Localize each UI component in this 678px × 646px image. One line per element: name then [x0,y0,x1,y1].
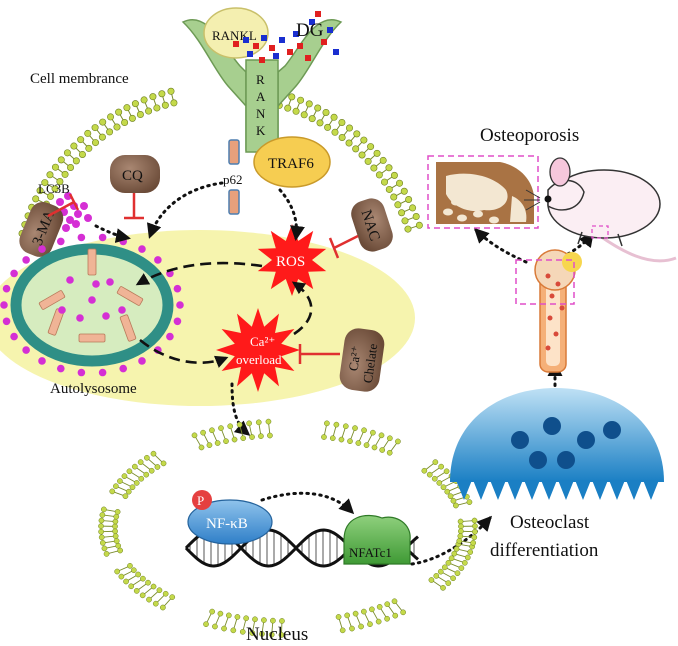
rank-letter-r: R [256,72,265,87]
autolysosome [0,233,184,377]
bone-to-osteoporosis-left-arrow [473,227,528,264]
ca-chelate-inhibition-bar [298,344,340,364]
osteoclast-nuclei [511,417,621,469]
nucleus-label: Nucleus [246,624,308,645]
cq-label: CQ [122,168,143,184]
ca-to-ros-arrow [291,281,313,336]
osteoporosis-bone-section [427,155,539,229]
traf6-adaptor [253,136,331,188]
nfkb-factor [187,499,273,545]
osteoclast-label-line2: differentiation [490,540,599,561]
ca-chelate-inhibitor: Ca²⁺ Chelate [339,328,385,392]
ros-star [257,224,327,296]
phospho-badge-label: P [197,493,204,508]
ca-overload-star [216,308,300,392]
rank-letter-n: N [256,106,266,121]
lc3b-label: LC3B [38,181,70,196]
cell-membrane-label: Cell membrance [30,71,129,87]
nac-inhibitor: NAC [351,198,393,252]
bone-marrow-spots [545,273,565,351]
ca-overload-label-bottom: overload [236,352,282,367]
porous-bone-holes [443,182,525,224]
three-ma-inhibitor: 3-MA [19,201,64,257]
dg-label: DG [296,20,324,41]
nuclear-membrane [98,418,478,638]
nfatc1-factor [343,514,411,565]
lc3b-to-autolysosome-arrow [94,224,131,243]
dg-molecules [233,11,339,63]
ca-overload-label-top: Ca²⁺ [250,334,275,349]
rank-letter-k: K [256,123,266,138]
osteoclast-label-line1: Osteoclast [510,512,590,533]
phospho-badge [192,490,212,510]
p62-to-autolysosome-arrow [146,181,224,239]
ca-to-nucleus-arrow [230,382,251,436]
traf6-label: TRAF6 [268,156,314,172]
osteoporosis-label: Osteoporosis [480,125,579,146]
ca-chelate-label-top: Ca²⁺ [345,345,363,372]
traf6-to-ros-arrow [278,188,305,241]
p62-protein [228,139,240,215]
rankl-ligand [203,7,269,59]
cq-inhibitor [110,155,160,193]
ros-label: ROS [276,254,305,270]
cq-inhibition-bar [124,193,144,220]
autolysosome-label: Autolysosome [50,381,137,397]
autolysosome-to-ca-arrow [139,338,229,368]
nfkb-to-nfatc1-arrow [260,491,355,515]
femur-bone [515,249,582,373]
nac-inhibition-bar [328,234,359,259]
three-ma-inhibition-bar [47,193,80,218]
nfkb-label: NF-κB [206,516,248,532]
osteoclast-cell [450,388,664,500]
rank-letter-a: A [256,89,266,104]
rankl-label: RANKL [212,28,257,43]
nfatc1-label: NFATc1 [349,545,392,560]
mouse-model [524,157,677,263]
p62-label: p62 [223,172,243,187]
ca-chelate-label-bottom: Chelate [360,342,380,384]
